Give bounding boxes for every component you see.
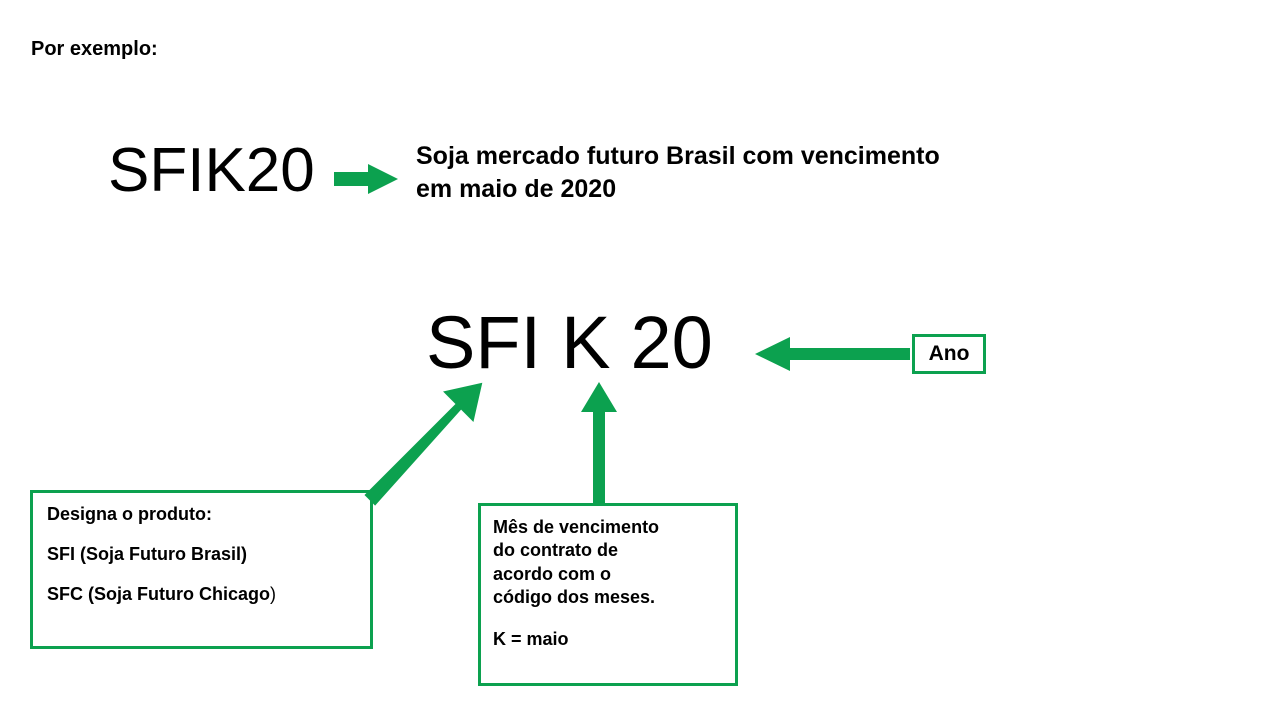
callout-month-spacer bbox=[493, 610, 735, 628]
arrow-up-icon bbox=[581, 382, 617, 503]
contract-code-full: SFIK20 bbox=[108, 136, 315, 205]
callout-month-line-3: acordo com o bbox=[493, 563, 612, 584]
callout-year-label: Ano bbox=[928, 342, 970, 365]
arrow-diagonal-up-right-icon bbox=[364, 382, 483, 506]
callout-month-line-5: K = maio bbox=[493, 628, 569, 649]
contract-code-part-year: 20 bbox=[630, 301, 713, 384]
contract-code-part-product: SFI bbox=[426, 301, 542, 384]
callout-year-box[interactable]: Ano bbox=[912, 334, 986, 374]
arrow-left-icon bbox=[755, 337, 910, 371]
callout-month-line-2: do contrato de bbox=[493, 540, 618, 561]
callout-product-line-3-bold: SFC (Soja Futuro Chicago bbox=[47, 584, 270, 604]
callout-product-box[interactable]: Designa o produto: SFI (Soja Futuro Bras… bbox=[30, 490, 373, 649]
contract-description: Soja mercado futuro Brasil com venciment… bbox=[416, 140, 1116, 206]
callout-product-line-3-tail: ) bbox=[270, 584, 276, 604]
arrow-right-icon bbox=[334, 164, 398, 194]
contract-description-line-1: Soja mercado futuro Brasil com venciment… bbox=[416, 142, 940, 170]
callout-month-line-4: código dos meses. bbox=[493, 587, 656, 608]
callout-product-line-1: Designa o produto: bbox=[47, 504, 212, 524]
contract-code-part-month: K bbox=[561, 301, 611, 384]
callout-month-box[interactable]: Mês de vencimento do contrato de acordo … bbox=[478, 503, 738, 686]
callout-month-line-1: Mês de vencimento bbox=[493, 517, 660, 537]
callout-product-line-2: SFI (Soja Futuro Brasil) bbox=[47, 544, 248, 564]
callout-product-line-3: SFC (Soja Futuro Chicago) bbox=[47, 585, 370, 603]
page-title: Por exemplo: bbox=[31, 38, 158, 60]
contract-description-line-2: em maio de 2020 bbox=[416, 175, 617, 203]
